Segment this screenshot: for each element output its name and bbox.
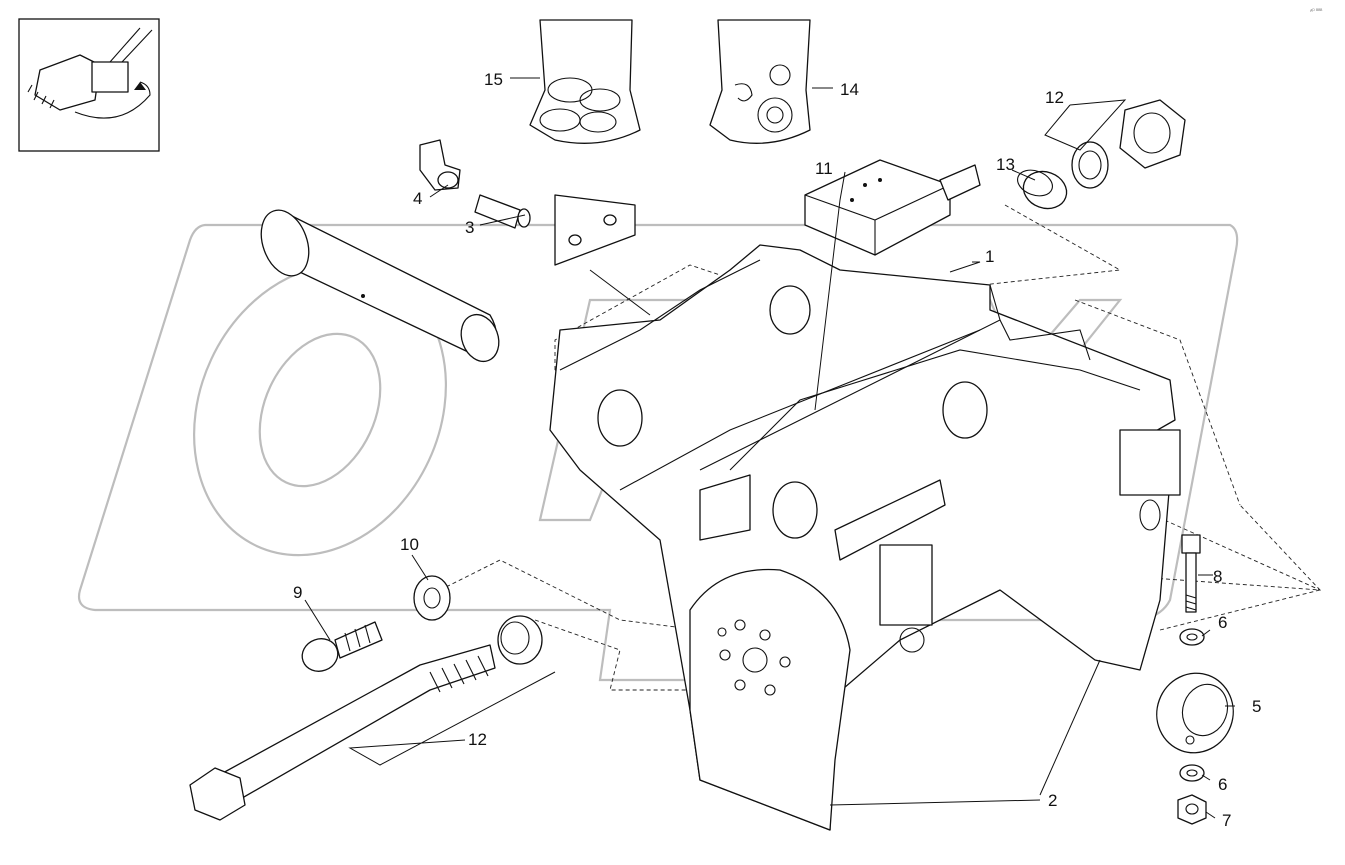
long-bolt: [189, 644, 496, 821]
seal-kit-bag-14: [709, 19, 811, 144]
callout-12-bottom: 12: [468, 730, 487, 749]
clamp-collar: [1156, 672, 1234, 754]
bolt-8: [1181, 534, 1201, 613]
callout-6-lower: 6: [1218, 775, 1227, 794]
washer-6-upper: [1179, 628, 1205, 646]
corner-watermark-text: ᴀᴰ ᴮᴮᴮ: [1310, 8, 1322, 14]
callout-13: 13: [996, 155, 1015, 174]
leader-lines: [304, 77, 1235, 819]
callout-7: 7: [1222, 811, 1231, 830]
nut-top: [1119, 99, 1186, 169]
callout-15: 15: [484, 70, 503, 89]
cap-screw: [301, 621, 383, 672]
bushing: [1017, 169, 1068, 210]
washer-10: [413, 575, 451, 621]
location-inset: [18, 18, 160, 152]
callout-11: 11: [815, 159, 833, 178]
callout-8: 8: [1213, 567, 1222, 586]
callout-12-top: 12: [1045, 88, 1064, 107]
callout-14: 14: [840, 80, 859, 99]
callout-1: 1: [985, 247, 994, 266]
lock-nut: [1177, 794, 1207, 825]
callout-6-upper: 6: [1218, 613, 1227, 632]
rotating-disc: [689, 568, 851, 831]
callout-2: 2: [1048, 791, 1057, 810]
washer-top: [1071, 141, 1109, 189]
seal-kit-bag-15: [529, 19, 641, 144]
callout-5: 5: [1252, 697, 1261, 716]
washer-6-lower: [1179, 764, 1205, 782]
callout-labels: 1 2 3 4 5 6 6 7 8 9 10 11 12 12 13 14 15: [293, 70, 1261, 830]
main-bracket: [549, 244, 1181, 831]
callout-10: 10: [400, 535, 419, 554]
callout-3: 3: [465, 218, 474, 237]
pivot-pin: [260, 209, 500, 363]
elbow-fitting: [419, 139, 461, 191]
callout-9: 9: [293, 583, 302, 602]
bushing-bottom: [497, 615, 543, 665]
grease-nipple: [474, 194, 531, 229]
valve-block: [804, 159, 981, 256]
callout-4: 4: [413, 189, 422, 208]
mounting-plate: [554, 194, 636, 266]
